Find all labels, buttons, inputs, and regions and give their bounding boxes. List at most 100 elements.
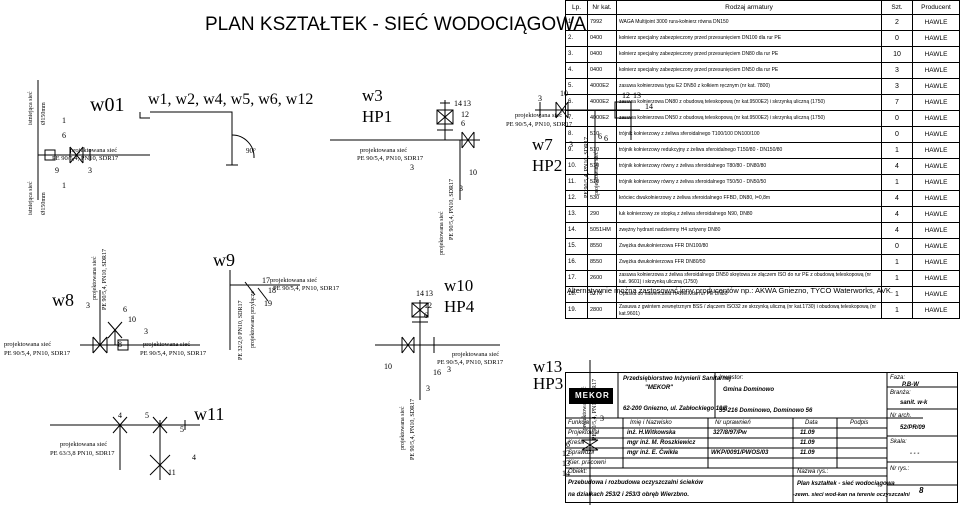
cell-kat: 8550 (587, 238, 617, 255)
cell-prod: HAWLE (912, 222, 960, 239)
row-license: 327/8/97/Pw (713, 430, 747, 436)
cell-prod: HAWLE (912, 46, 960, 63)
company-line2: "MEKOR" (645, 385, 674, 391)
cell-prod: HAWLE (912, 142, 960, 159)
fitting-number: 3 (538, 94, 542, 103)
cell-kat: 4000E2 (587, 94, 617, 111)
pipe-spec: PE 90/5,4, PN10, SDR17 (140, 350, 207, 357)
title-block-grid (565, 372, 958, 503)
cell-name: trójnik kołnierzowy równy z żeliwa sfero… (616, 158, 882, 175)
node-label-w11: w11 (194, 404, 224, 424)
archive-value: 52/PR/09 (900, 425, 926, 431)
cell-name: kołnierz specjalny zabezpieczony przed p… (616, 62, 882, 79)
investor-name: Gmina Dominowo (723, 387, 774, 393)
header-lp: Lp. (565, 0, 588, 15)
pipe-spec: PE 90/5,4, PN10, SDR17 (357, 155, 424, 162)
fitting-number: 3 (447, 365, 451, 374)
cell-lp: 19. (565, 302, 588, 319)
phase-value: P.B-W (902, 382, 919, 388)
cell-lp: 2. (565, 30, 588, 47)
cell-prod: HAWLE (912, 110, 960, 127)
fitting-number: 3 (426, 384, 430, 393)
cell-name: króciec dwukołnierzowy z żeliwa sferoida… (616, 190, 882, 207)
cell-name: trójnik kołnierzowy redukcyjny z żeliwa … (616, 142, 882, 159)
fitting-number: 12 (461, 110, 469, 119)
cell-szt: 0 (881, 126, 913, 143)
cell-kat: 7992 (587, 14, 617, 31)
existing-pipe-spec: Ø150mm (41, 102, 47, 125)
cell-lp: 16. (565, 254, 588, 271)
pipe-label: projektowana sieć (439, 211, 445, 255)
company-line1: Przedsiębiorstwo Inżynierii Sanitarnej (623, 376, 732, 382)
pipe-spec-w11: PE 63/3,8 PN10, SDR17 (50, 450, 115, 457)
cell-kat: 530 (587, 190, 617, 207)
investor-label: Inwestor: (719, 375, 744, 381)
cell-prod: HAWLE (912, 62, 960, 79)
cell-prod: HAWLE (912, 14, 960, 31)
cell-kat: 2800 (587, 302, 617, 319)
cell-szt: 4 (881, 206, 913, 223)
pipe-spec: PE 90/5,4, PN10, SDR17 (4, 350, 71, 357)
existing-pipe-label: istniejąca sieć (28, 181, 34, 215)
existing-pipe-label: istniejąca sieć (28, 91, 34, 125)
parts-table-header: Lp. Nr kat. Rodzaj armatury Szt. Produce… (565, 0, 960, 15)
object-line1: Przebudowa i rozbudowa oczyszczalni ście… (568, 480, 704, 486)
cell-szt: 4 (881, 190, 913, 207)
fitting-number: 1 (62, 116, 66, 125)
node-label-w8: w8 (52, 290, 74, 310)
fitting-number: 10 (469, 168, 477, 177)
w01-tee-fitting (44, 149, 56, 161)
pipe-label: projektowana sieć (515, 112, 562, 119)
cell-kat: 4000E2 (587, 110, 617, 127)
parts-table: Lp. Nr kat. Rodzaj armatury Szt. Produce… (565, 0, 960, 319)
cell-name: Zasuwa z gwintem zewnętrznym BSS / złącz… (616, 302, 882, 319)
cell-szt: 0 (881, 238, 913, 255)
row-license: WKP/0091/PWOS/03 (711, 450, 769, 456)
investor-address: 55-216 Dominowo, Dominowo 56 (719, 408, 813, 414)
fitting-number: 3 (86, 301, 90, 310)
header-rodzaj: Rodzaj armatury (616, 0, 882, 15)
object-line2: na działkach 253/2 i 253/3 obręb Wierzbn… (568, 492, 689, 498)
row-role: Sprawdził (568, 450, 595, 456)
cell-name: trójnik kołnierzowy z żeliwa sferoidalne… (616, 126, 882, 143)
pipe-spec: PE 90/5,4, PN10, SDR17 (52, 155, 119, 162)
pipe-spec: PE 90/5,4, PN10, SDR17 (449, 179, 455, 240)
cell-szt: 1 (881, 254, 913, 271)
fitting-number: 10 (128, 315, 136, 324)
cell-name: trójnik kołnierzowy równy z żeliwa sfero… (616, 174, 882, 191)
cell-prod: HAWLE (912, 126, 960, 143)
cell-lp: 9. (565, 142, 588, 159)
head-name: Imię i Nazwisko (630, 420, 672, 426)
cell-name: Zwężka dwukołnierzowa FFR DN80/50 (616, 254, 882, 271)
fitting-number: 9 (55, 166, 59, 175)
cell-szt: 7 (881, 94, 913, 111)
cell-prod: HAWLE (912, 238, 960, 255)
node-label-w01: w01 (90, 94, 124, 116)
cell-szt: 1 (881, 302, 913, 319)
fitting-number: 3 (410, 163, 414, 172)
pipe-spec: PE 90/5,4, PN10, SDR17 (506, 121, 573, 128)
cell-lp: 12. (565, 190, 588, 207)
cell-name: Zwężka dwukołnierzowa FFR DN100/80 (616, 238, 882, 255)
cell-lp: 15. (565, 238, 588, 255)
existing-pipe-spec: Ø150mm (41, 192, 47, 215)
fitting-number: 6 (424, 311, 428, 320)
head-sign: Podpis (850, 420, 869, 426)
cell-lp: 8. (565, 126, 588, 143)
pipe-label: projektowana sieć (360, 147, 407, 154)
fitting-number: 14 (416, 289, 424, 298)
drawing-no-value: 8 (919, 486, 924, 495)
cell-lp: 14. (565, 222, 588, 239)
cell-kat: 4000E2 (587, 78, 617, 95)
cell-name: zasuwa kołnierzowa DN80 z obudową telesk… (616, 94, 882, 111)
fitting-number: 14 (454, 99, 462, 108)
fitting-number: 10 (560, 89, 568, 98)
pipe-label: projektowana sieć (60, 441, 107, 448)
branch-label: Branża: (890, 390, 911, 396)
